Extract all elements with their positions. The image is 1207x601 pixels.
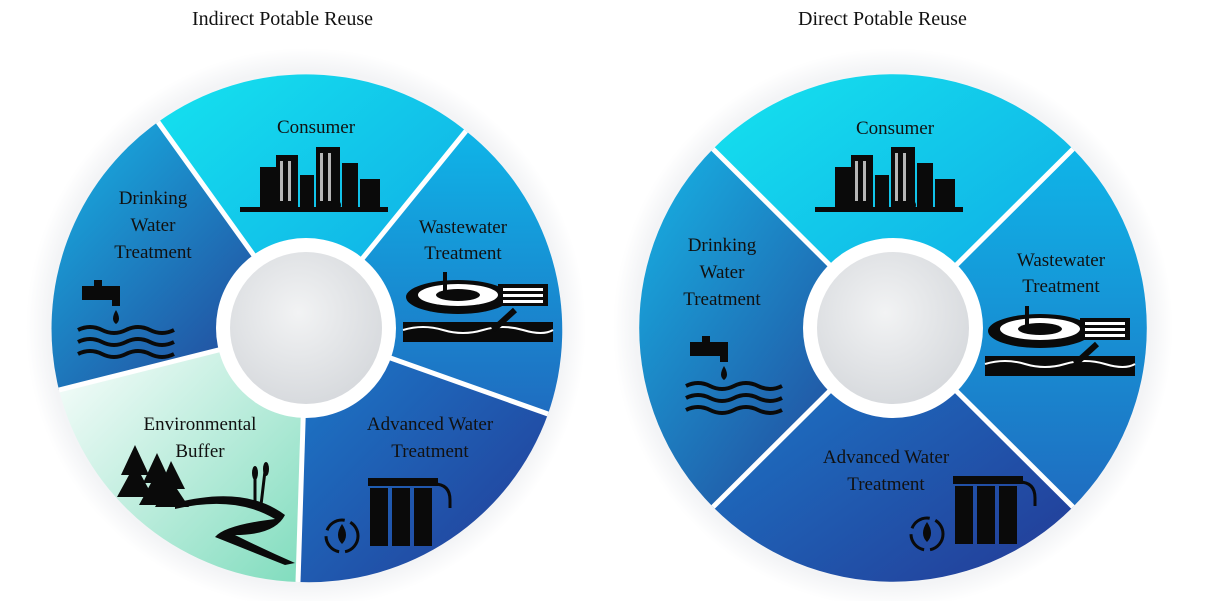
label-advanced-2: Treatment bbox=[847, 474, 925, 495]
water-filter-icon bbox=[324, 478, 452, 554]
wastewater-plant-icon bbox=[984, 306, 1136, 376]
label-consumer: Consumer bbox=[856, 118, 935, 139]
label-drinking-3: Treatment bbox=[114, 242, 192, 263]
label-drinking-2: Water bbox=[131, 215, 177, 236]
label-drinking-1: Drinking bbox=[688, 235, 757, 256]
label-advanced-2: Treatment bbox=[391, 441, 469, 462]
label-environmental-2: Buffer bbox=[175, 441, 225, 462]
label-drinking-3: Treatment bbox=[683, 289, 761, 310]
hub bbox=[230, 252, 382, 404]
forest-river-icon bbox=[117, 445, 295, 565]
water-filter-icon bbox=[909, 476, 1037, 552]
faucet-water-icon bbox=[685, 336, 783, 415]
label-advanced-1: Advanced Water bbox=[823, 447, 950, 468]
label-wastewater-2: Treatment bbox=[1022, 276, 1100, 297]
city-icon bbox=[815, 147, 963, 212]
label-drinking-2: Water bbox=[700, 262, 746, 283]
hub bbox=[817, 252, 969, 404]
direct-reuse-title: Direct Potable Reuse bbox=[798, 8, 967, 30]
segment-drinking bbox=[639, 149, 893, 507]
label-drinking-1: Drinking bbox=[119, 188, 188, 209]
city-icon bbox=[240, 147, 388, 212]
label-advanced-1: Advanced Water bbox=[367, 414, 494, 435]
label-consumer: Consumer bbox=[277, 117, 356, 138]
label-wastewater-1: Wastewater bbox=[1017, 250, 1106, 271]
label-wastewater-1: Wastewater bbox=[419, 217, 508, 238]
faucet-water-icon bbox=[77, 280, 175, 359]
label-environmental-1: Environmental bbox=[144, 414, 257, 435]
indirect-reuse-title: Indirect Potable Reuse bbox=[192, 8, 374, 30]
label-wastewater-2: Treatment bbox=[424, 243, 502, 264]
wastewater-plant-icon bbox=[402, 272, 554, 342]
